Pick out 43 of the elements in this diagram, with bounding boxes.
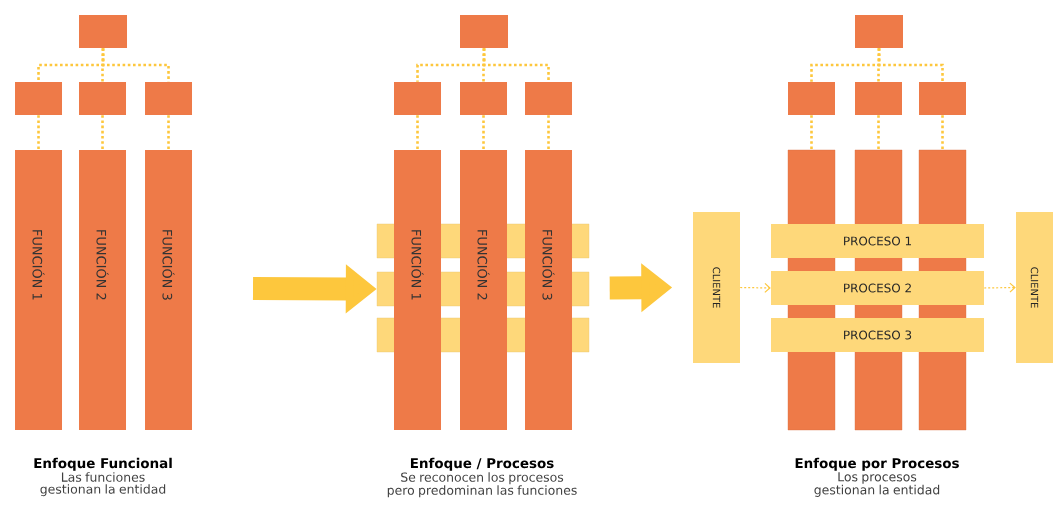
function-column: FUNCIÓN 2 — [79, 150, 126, 430]
caption-title: Enfoque / Procesos — [411, 457, 554, 471]
org-chart-box — [145, 82, 192, 115]
org-chart-box — [525, 82, 572, 115]
dotted-connector — [877, 115, 880, 150]
process-band: PROCESO 2 — [771, 271, 984, 305]
org-chart-box — [79, 82, 126, 115]
org-chart-box — [460, 15, 508, 48]
org-chart-box — [460, 82, 507, 115]
process-band: PROCESO 3 — [771, 318, 984, 352]
client-box: CLIENTE — [693, 212, 740, 363]
org-chart-box — [79, 15, 127, 48]
dotted-connector — [37, 115, 40, 150]
org-chart-box — [394, 82, 441, 115]
org-chart-box — [855, 82, 902, 115]
dotted-connector — [810, 115, 813, 150]
dotted-connector — [877, 48, 944, 82]
process-band: PROCESO 1 — [771, 224, 984, 258]
dotted-connector — [482, 115, 485, 150]
org-chart-box — [15, 82, 62, 115]
dotted-connector — [167, 115, 170, 150]
dotted-connector — [482, 48, 550, 82]
dotted-arrow — [739, 282, 771, 293]
dotted-connector — [416, 115, 419, 150]
function-column: FUNCIÓN 3 — [525, 150, 572, 430]
caption-text: Los procesos gestionan la entidad — [814, 472, 940, 497]
org-chart-box — [855, 15, 903, 48]
dotted-connector — [941, 115, 944, 150]
dotted-arrow — [983, 282, 1016, 293]
function-column: FUNCIÓN 1 — [394, 150, 441, 430]
function-column: FUNCIÓN 3 — [145, 150, 192, 430]
function-column: FUNCIÓN 1 — [15, 150, 62, 430]
org-chart-box — [919, 82, 966, 115]
dotted-connector — [101, 48, 170, 82]
client-box: CLIENTE — [1016, 212, 1053, 363]
caption-text: Se reconocen los procesos pero predominan las funciones — [387, 472, 577, 498]
caption-title: Enfoque por Procesos — [795, 457, 959, 471]
dotted-connector — [101, 115, 104, 150]
org-chart-box — [788, 82, 835, 115]
caption-title: Enfoque Funcional — [34, 457, 172, 471]
function-column: FUNCIÓN 2 — [460, 150, 507, 430]
caption-text: Las funciones gestionan la entidad — [40, 472, 166, 497]
dotted-connector — [547, 115, 550, 150]
